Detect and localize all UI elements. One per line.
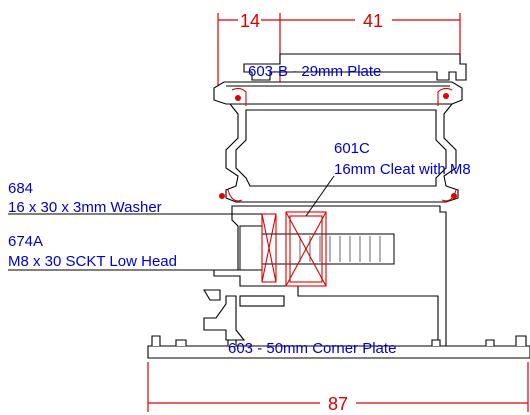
top-dimensions <box>217 13 461 88</box>
gasket-outlines <box>227 87 457 202</box>
label-corner-plate: 603 - 50mm Corner Plate <box>228 340 396 357</box>
bottom-dimension <box>147 362 529 412</box>
dimension-41: 41 <box>363 11 383 31</box>
label-plate-29mm: 603-B - 29mm Plate <box>248 63 381 80</box>
label-cleat-code: 601C <box>334 140 370 157</box>
dimension-14: 14 <box>240 11 260 31</box>
label-screw-desc: M8 x 30 SCKT Low Head <box>8 253 177 270</box>
label-cleat-desc: 16mm Cleat with M8 <box>334 161 471 178</box>
channel-body <box>225 103 459 203</box>
leader-lines <box>8 175 335 271</box>
label-screw-code: 674A <box>8 233 43 250</box>
washer <box>261 213 277 283</box>
label-washer-code: 684 <box>8 180 33 197</box>
screw-assembly <box>239 225 395 271</box>
dimension-87: 87 <box>328 394 348 414</box>
corner-plate-50mm <box>147 335 530 359</box>
label-washer-desc: 16 x 30 x 3mm Washer <box>8 199 162 216</box>
